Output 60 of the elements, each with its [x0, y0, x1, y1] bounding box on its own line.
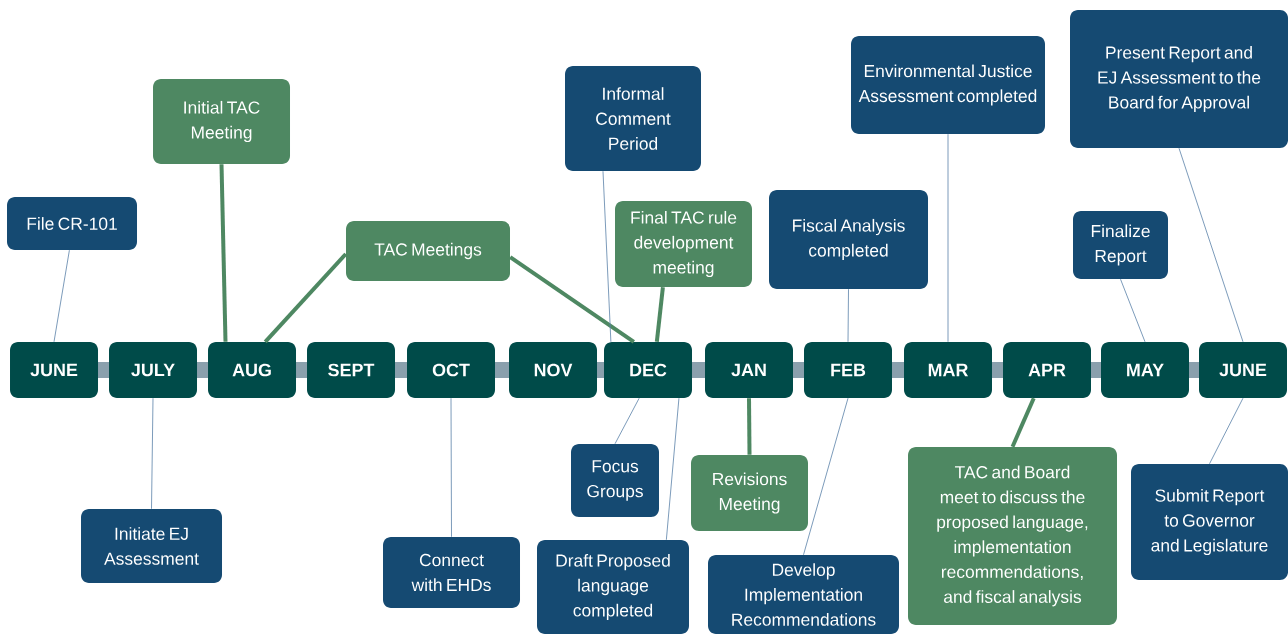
timeline-link: [98, 362, 109, 378]
month-box: OCT: [407, 342, 495, 398]
month-box: JUNE: [1199, 342, 1287, 398]
event-box: Final TAC rule development meeting: [615, 201, 752, 287]
connector-line: [614, 397, 640, 445]
event-box: Develop Implementation Recommendations: [708, 555, 899, 634]
connector-line: [1010, 397, 1036, 448]
connector-line: [1120, 278, 1146, 343]
event-box: Finalize Report: [1073, 211, 1168, 279]
connector-line: [803, 397, 849, 556]
month-box: AUG: [208, 342, 296, 398]
month-box: JULY: [109, 342, 197, 398]
connector-line: [947, 133, 949, 343]
connector-line: [602, 170, 612, 343]
month-box: MAY: [1101, 342, 1189, 398]
timeline-link: [692, 362, 705, 378]
connector-line: [219, 164, 228, 342]
connector-line: [665, 397, 680, 541]
connector-line: [263, 252, 348, 344]
event-box: Fiscal Analysis completed: [769, 190, 928, 289]
month-box: SEPT: [307, 342, 395, 398]
connector-line: [53, 249, 70, 343]
month-box: NOV: [509, 342, 597, 398]
event-box: TAC Meetings: [346, 221, 510, 281]
event-box: Submit Report to Governor and Legislature: [1131, 464, 1288, 580]
month-box: FEB: [804, 342, 892, 398]
connector-line: [847, 288, 849, 343]
event-box: Initial TAC Meeting: [153, 79, 290, 164]
month-box: MAR: [904, 342, 992, 398]
month-box: DEC: [604, 342, 692, 398]
month-box: APR: [1003, 342, 1091, 398]
timeline-link: [992, 362, 1003, 378]
event-box: Initiate EJ Assessment: [81, 509, 222, 583]
connector-line: [1209, 397, 1244, 465]
event-box: Focus Groups: [571, 444, 659, 517]
timeline-link: [1189, 362, 1199, 378]
timeline-link: [197, 362, 208, 378]
connector-line: [450, 397, 452, 538]
timeline-link: [495, 362, 509, 378]
event-box: Draft Proposed language completed: [537, 540, 689, 634]
connector-line: [1178, 147, 1244, 343]
event-box: Present Report and EJ Assessment to the Board for Approval: [1070, 10, 1288, 148]
event-box: Informal Comment Period: [565, 66, 701, 171]
connector-line: [654, 286, 665, 342]
event-box: Revisions Meeting: [691, 455, 808, 531]
event-box: TAC and Board meet to discuss the proposed language, implementation recommendations, and fiscal analysis: [908, 447, 1117, 625]
event-box: Environmental Justice Assessment completed: [851, 36, 1045, 134]
connector-line: [509, 255, 635, 344]
connector-line: [151, 397, 154, 510]
timeline-link: [892, 362, 904, 378]
event-box: File CR-101: [7, 197, 137, 250]
month-box: JAN: [705, 342, 793, 398]
timeline-link: [597, 362, 604, 378]
event-box: Connect with EHDs: [383, 537, 520, 608]
connector-line: [747, 398, 752, 455]
month-box: JUNE: [10, 342, 98, 398]
timeline-link: [296, 362, 307, 378]
timeline-link: [793, 362, 804, 378]
timeline-link: [1091, 362, 1101, 378]
timeline-link: [395, 362, 407, 378]
